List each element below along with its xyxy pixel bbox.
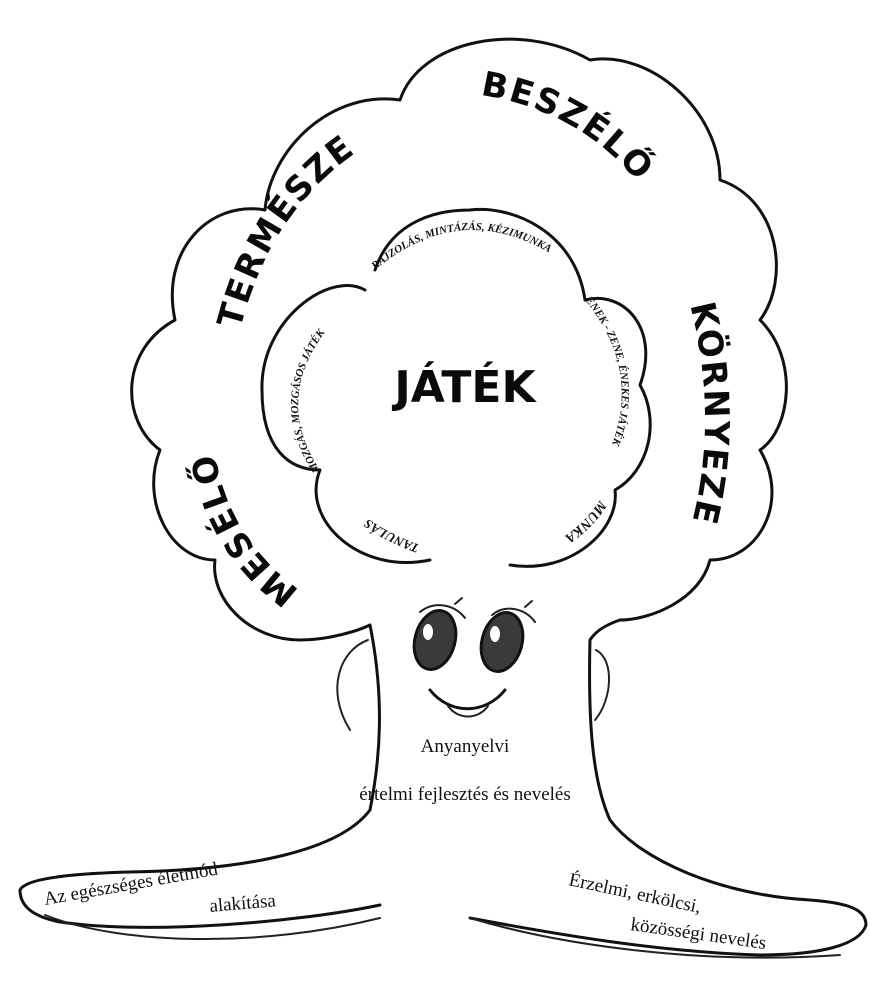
crown-word-top-left-path: TERMÉSZET [0, 0, 360, 332]
petal-label-bottom-right: MUNKA [562, 497, 610, 545]
left-eye [412, 609, 458, 671]
inner-flower-outline [260, 207, 652, 568]
smile-lip [447, 705, 489, 718]
root-bottom-line [44, 914, 841, 959]
petal-label-bottom-left: TANULÁS [361, 516, 421, 556]
tree-crown-outline [130, 37, 788, 642]
petal-label-right-path: ÉNEK - ZENE, ÉNEKES JÁTÉK [582, 294, 631, 448]
center-word: JÁTÉK [391, 360, 537, 413]
trunk-line-2: értelmi fejlesztés és nevelés [359, 784, 571, 805]
smile [428, 688, 507, 711]
right-eyelash [491, 600, 536, 623]
petal-label-left-path: MOZGÁS, MOZGÁSOS JÁTÉK [289, 326, 328, 475]
petal-label-left: MOZGÁS, MOZGÁSOS JÁTÉK [289, 326, 328, 475]
right-eye [479, 611, 525, 673]
trunk-line-1: Anyanyelvi [421, 736, 510, 757]
crown-word-bottom-left: MESÉLŐ [183, 450, 306, 615]
root-right-line-1: Érzelmi, erkölcsi, [567, 868, 703, 917]
crown-word-bottom-left-path: MESÉLŐ [183, 450, 304, 615]
petal-label-bottom-right-path: MUNKA [562, 497, 610, 545]
petal-label-right: ÉNEK - ZENE, ÉNEKES JÁTÉK [582, 294, 631, 448]
root-left-line-1: Az egészséges életmód [42, 859, 220, 910]
left-eyelash [419, 597, 466, 619]
crown-word-top-left: TERMÉSZET [0, 0, 362, 332]
petal-label-top: RAJZOLÁS, MINTÁZÁS, KÉZIMUNKA [369, 221, 554, 273]
tree-trunk-left [18, 623, 382, 929]
crown-word-right: KÖRNYEZET [0, 0, 736, 530]
petal-label-top-path: RAJZOLÁS, MINTÁZÁS, KÉZIMUNKA [369, 221, 554, 273]
tree-face [412, 597, 536, 718]
crown-word-top-right: BESZÉLŐ [478, 64, 662, 189]
trunk-bump-left [336, 639, 369, 731]
petal-label-bottom-left-path: TANULÁS [361, 516, 421, 556]
root-left-line-2: alakítása [209, 890, 278, 917]
crown-word-right-path: KÖRNYEZET [0, 0, 734, 530]
tree-trunk-right [468, 618, 868, 957]
crown-word-top-right-path: BESZÉLŐ [478, 64, 660, 189]
trunk-bump-right [594, 649, 610, 721]
